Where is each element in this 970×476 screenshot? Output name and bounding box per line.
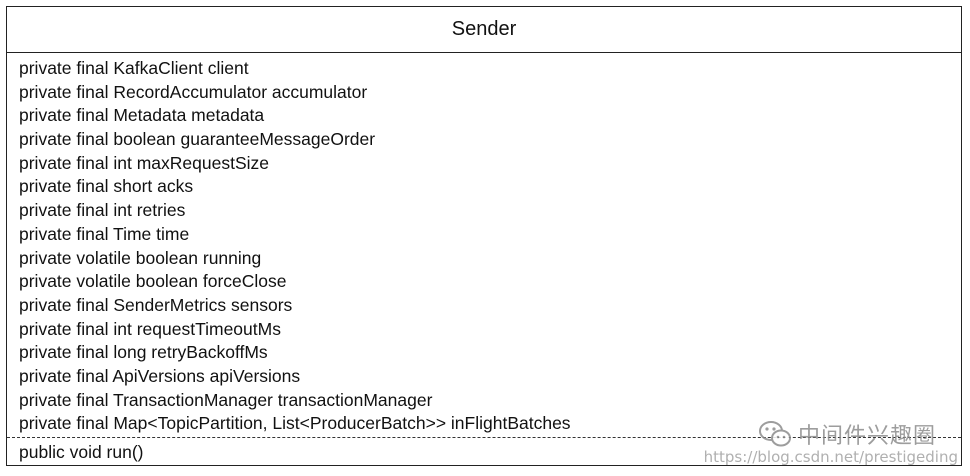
field-item: private final int retries: [19, 200, 186, 221]
field-item: private final boolean guaranteeMessageOr…: [19, 129, 376, 150]
watermark-url: https://blog.csdn.net/prestigeding: [703, 448, 958, 466]
methods-divider: [7, 437, 961, 438]
method-item: public void run(): [19, 442, 144, 462]
uml-class-box: Sender private final KafkaClient client …: [6, 6, 962, 466]
field-item: private final int requestTimeoutMs: [19, 318, 281, 339]
field-item: private final TransactionManager transac…: [19, 389, 433, 410]
field-item: private final long retryBackoffMs: [19, 342, 268, 363]
field-item: private final RecordAccumulator accumula…: [19, 81, 368, 102]
field-item: private final SenderMetrics sensors: [19, 294, 293, 315]
field-item: private final Map<TopicPartition, List<P…: [19, 413, 571, 434]
watermark: 中间件兴趣圈: [758, 418, 936, 450]
field-item: private volatile boolean running: [19, 247, 262, 268]
field-item: private final Time time: [19, 223, 190, 244]
field-list: private final KafkaClient client private…: [19, 57, 571, 436]
field-item: private volatile boolean forceClose: [19, 271, 287, 292]
class-name: Sender: [7, 7, 961, 53]
wechat-icon: [758, 421, 791, 447]
method-list: public void run(): [19, 440, 144, 464]
field-item: private final int maxRequestSize: [19, 152, 269, 173]
field-item: private final short acks: [19, 176, 194, 197]
field-item: private final KafkaClient client: [19, 58, 249, 78]
field-item: private final ApiVersions apiVersions: [19, 365, 301, 386]
watermark-text: 中间件兴趣圈: [797, 424, 936, 449]
field-item: private final Metadata metadata: [19, 105, 265, 126]
